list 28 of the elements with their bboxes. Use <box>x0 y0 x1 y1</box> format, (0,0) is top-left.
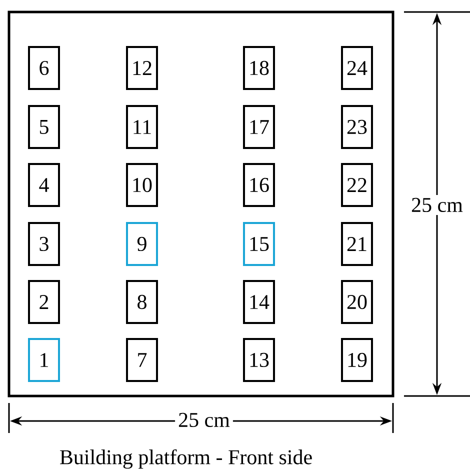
specimen-box: 3 <box>28 222 60 266</box>
specimen-box: 20 <box>341 280 373 324</box>
specimen-box: 2 <box>28 280 60 324</box>
caption: Building platform - Front side <box>60 449 312 469</box>
specimen-box: 21 <box>341 222 373 266</box>
specimen-box: 23 <box>341 105 373 149</box>
specimen-box: 17 <box>243 105 275 149</box>
building-platform <box>8 10 394 398</box>
specimen-box: 15 <box>243 222 275 266</box>
specimen-box: 9 <box>126 222 158 266</box>
specimen-box: 10 <box>126 163 158 207</box>
specimen-box: 22 <box>341 163 373 207</box>
specimen-box: 24 <box>341 46 373 90</box>
specimen-box: 8 <box>126 280 158 324</box>
dimension-label: 25 cm <box>175 410 233 430</box>
specimen-box: 13 <box>243 338 275 382</box>
specimen-box: 16 <box>243 163 275 207</box>
specimen-box: 14 <box>243 280 275 324</box>
specimen-box: 6 <box>28 46 60 90</box>
specimen-box: 5 <box>28 105 60 149</box>
dimension-label: 25 cm <box>408 194 466 216</box>
specimen-box: 19 <box>341 338 373 382</box>
specimen-box: 12 <box>126 46 158 90</box>
specimen-box: 7 <box>126 338 158 382</box>
specimen-box: 11 <box>126 105 158 149</box>
specimen-box: 18 <box>243 46 275 90</box>
specimen-box: 4 <box>28 163 60 207</box>
specimen-box: 1 <box>28 338 60 382</box>
